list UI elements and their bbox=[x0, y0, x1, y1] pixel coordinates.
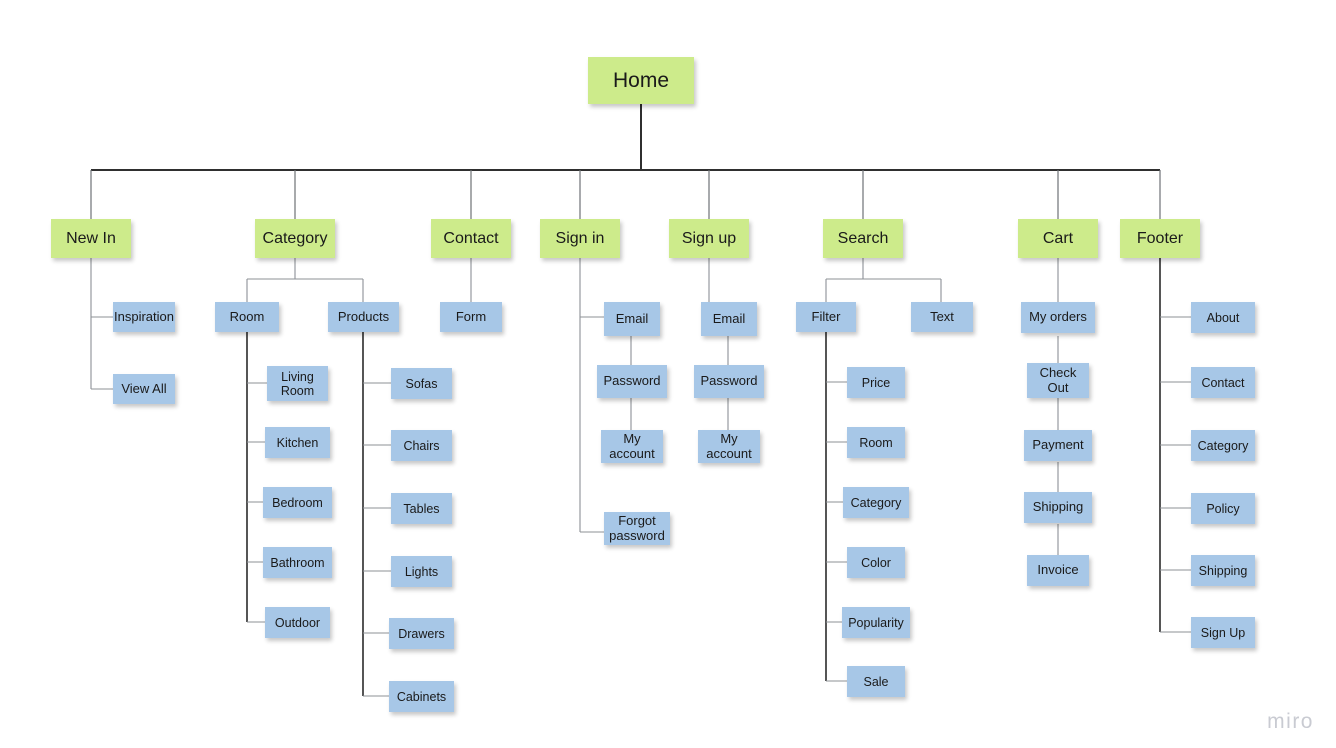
node-signin-my-account[interactable]: My account bbox=[601, 430, 663, 463]
node-view-all[interactable]: View All bbox=[113, 374, 175, 404]
node-new-in[interactable]: New In bbox=[51, 219, 131, 258]
node-footer-policy[interactable]: Policy bbox=[1191, 493, 1255, 524]
node-products[interactable]: Products bbox=[328, 302, 399, 332]
node-search[interactable]: Search bbox=[823, 219, 903, 258]
node-cabinets[interactable]: Cabinets bbox=[389, 681, 454, 712]
node-footer-shipping[interactable]: Shipping bbox=[1191, 555, 1255, 586]
node-footer-sign-up[interactable]: Sign Up bbox=[1191, 617, 1255, 648]
node-footer-category[interactable]: Category bbox=[1191, 430, 1255, 461]
miro-watermark: miro bbox=[1267, 710, 1314, 733]
node-signup-password[interactable]: Password bbox=[694, 365, 764, 398]
node-room[interactable]: Room bbox=[215, 302, 279, 332]
node-sign-up[interactable]: Sign up bbox=[669, 219, 749, 258]
node-invoice[interactable]: Invoice bbox=[1027, 555, 1089, 586]
node-inspiration[interactable]: Inspiration bbox=[113, 302, 175, 332]
node-signup-email[interactable]: Email bbox=[701, 302, 757, 336]
node-form[interactable]: Form bbox=[440, 302, 502, 332]
node-footer[interactable]: Footer bbox=[1120, 219, 1200, 258]
node-signin-email[interactable]: Email bbox=[604, 302, 660, 336]
node-contact[interactable]: Contact bbox=[431, 219, 511, 258]
node-filter[interactable]: Filter bbox=[796, 302, 856, 332]
node-payment[interactable]: Payment bbox=[1024, 430, 1092, 461]
node-sign-in[interactable]: Sign in bbox=[540, 219, 620, 258]
node-footer-about[interactable]: About bbox=[1191, 302, 1255, 333]
node-filter-category[interactable]: Category bbox=[843, 487, 909, 518]
node-chairs[interactable]: Chairs bbox=[391, 430, 452, 461]
node-bathroom[interactable]: Bathroom bbox=[263, 547, 332, 578]
node-category[interactable]: Category bbox=[255, 219, 335, 258]
node-shipping[interactable]: Shipping bbox=[1024, 492, 1092, 523]
node-check-out[interactable]: Check Out bbox=[1027, 363, 1089, 398]
node-kitchen[interactable]: Kitchen bbox=[265, 427, 330, 458]
node-filter-price[interactable]: Price bbox=[847, 367, 905, 398]
node-bedroom[interactable]: Bedroom bbox=[263, 487, 332, 518]
node-tables[interactable]: Tables bbox=[391, 493, 452, 524]
node-lights[interactable]: Lights bbox=[391, 556, 452, 587]
node-footer-contact[interactable]: Contact bbox=[1191, 367, 1255, 398]
node-text[interactable]: Text bbox=[911, 302, 973, 332]
node-home[interactable]: Home bbox=[588, 57, 694, 104]
node-filter-sale[interactable]: Sale bbox=[847, 666, 905, 697]
node-signup-my-account[interactable]: My account bbox=[698, 430, 760, 463]
node-outdoor[interactable]: Outdoor bbox=[265, 607, 330, 638]
node-sofas[interactable]: Sofas bbox=[391, 368, 452, 399]
node-forgot-password[interactable]: Forgot password bbox=[604, 512, 670, 545]
node-my-orders[interactable]: My orders bbox=[1021, 302, 1095, 333]
node-filter-room[interactable]: Room bbox=[847, 427, 905, 458]
node-filter-popularity[interactable]: Popularity bbox=[842, 607, 910, 638]
node-cart[interactable]: Cart bbox=[1018, 219, 1098, 258]
node-filter-color[interactable]: Color bbox=[847, 547, 905, 578]
node-drawers[interactable]: Drawers bbox=[389, 618, 454, 649]
node-signin-password[interactable]: Password bbox=[597, 365, 667, 398]
node-living-room[interactable]: Living Room bbox=[267, 366, 328, 401]
